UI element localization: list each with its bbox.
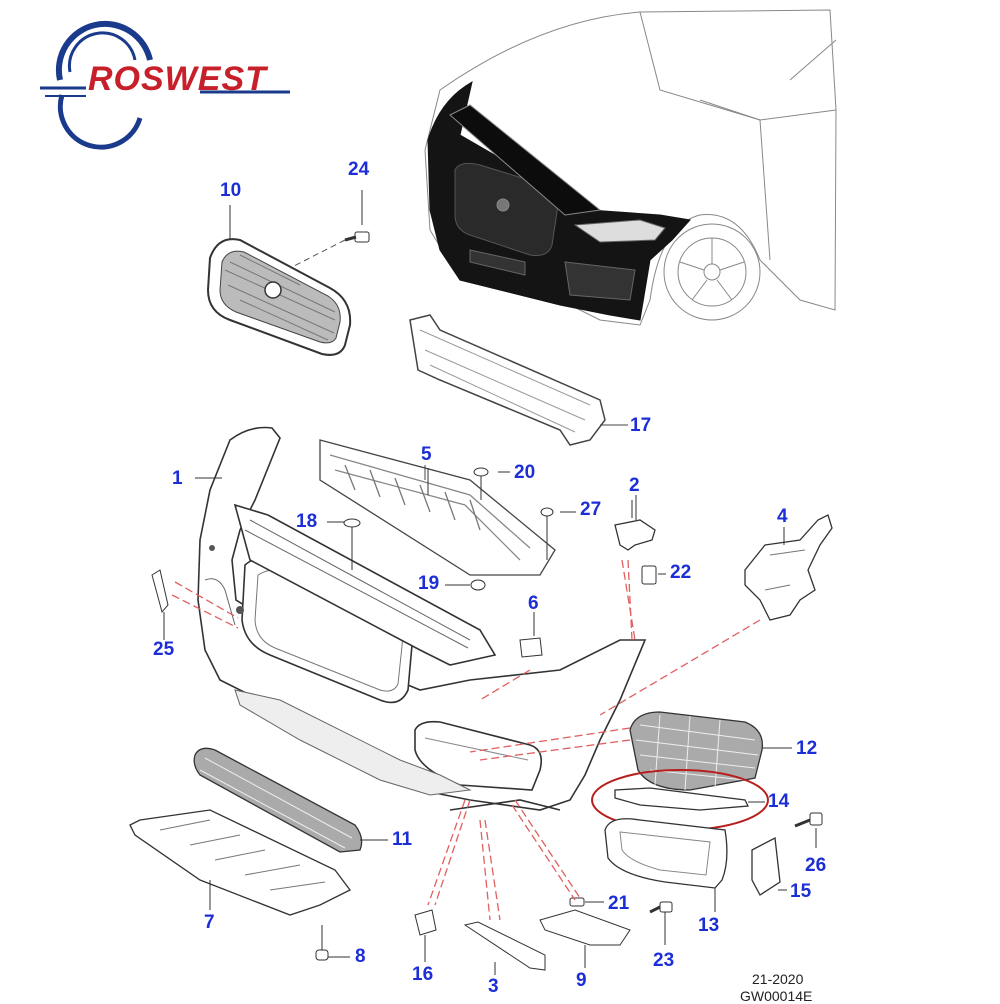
callout-8: 8	[355, 946, 366, 967]
part-8-clip-icon	[315, 925, 329, 961]
part-16-bracket	[414, 909, 437, 936]
callout-10: 10	[220, 180, 242, 201]
callout-19: 19	[418, 573, 440, 594]
callout-20: 20	[514, 462, 536, 483]
drawing-code: GW00014E	[740, 988, 813, 1004]
part-26-screw-icon	[794, 812, 823, 828]
callout-5: 5	[421, 444, 432, 465]
brand-logo: ROSWEST	[88, 60, 267, 98]
callout-2: 2	[629, 475, 640, 496]
date-code: 21-2020	[752, 971, 804, 987]
part-2-mounting-bracket	[614, 500, 656, 551]
part-19-clip-icon	[470, 579, 486, 591]
part-10-upper-grille	[206, 238, 352, 356]
callout-27: 27	[580, 499, 602, 520]
fastener-icons	[343, 467, 554, 591]
part-21-clip-icon	[569, 897, 585, 907]
part-11-lower-grille	[193, 747, 363, 853]
part-6-tow-cap	[519, 637, 543, 658]
part-7-undertray	[129, 809, 351, 916]
callout-16: 16	[412, 964, 434, 985]
roswest-logo-icon	[40, 20, 290, 150]
callout-22: 22	[670, 562, 692, 583]
callout-6: 6	[528, 593, 539, 614]
leader-lines	[171, 559, 761, 921]
part-18-clip-icon	[343, 518, 361, 528]
callout-15: 15	[790, 881, 812, 902]
callout-24: 24	[348, 159, 370, 180]
callout-17: 17	[630, 415, 652, 436]
callout-13: 13	[698, 915, 720, 936]
part-5-bumper-reinforcement	[319, 439, 556, 576]
part-27-clip-icon	[540, 507, 554, 517]
part-20-clip-icon	[473, 467, 489, 477]
callout-3: 3	[488, 976, 499, 997]
callout-26: 26	[805, 855, 827, 876]
callout-21: 21	[608, 893, 630, 914]
label-lines	[163, 205, 817, 975]
callout-18: 18	[296, 511, 318, 532]
callout-12: 12	[796, 738, 818, 759]
part-4-side-bracket	[744, 514, 833, 621]
callout-4: 4	[777, 506, 788, 527]
callout-11: 11	[392, 829, 413, 850]
part-9-lower-bracket	[539, 909, 631, 946]
part-13-fog-surround	[604, 818, 728, 889]
vehicle-overview-drawing	[424, 9, 837, 326]
callout-14: 14	[768, 791, 790, 812]
part-1-bumper-cover	[197, 426, 647, 811]
part-17-air-deflector	[409, 314, 628, 446]
callout-9: 9	[576, 970, 587, 991]
part-3-lower-trim	[463, 921, 546, 971]
part-15-side-cover	[751, 836, 781, 896]
part-25-side-reflector	[151, 569, 169, 630]
callout-7: 7	[204, 912, 215, 933]
callout-23: 23	[653, 950, 675, 971]
callout-1: 1	[172, 468, 183, 489]
callout-25: 25	[153, 639, 175, 660]
part-24-bolt-icon	[289, 190, 370, 269]
part-22-bolt-icon	[641, 565, 657, 585]
part-23-bolt-icon	[649, 901, 673, 914]
